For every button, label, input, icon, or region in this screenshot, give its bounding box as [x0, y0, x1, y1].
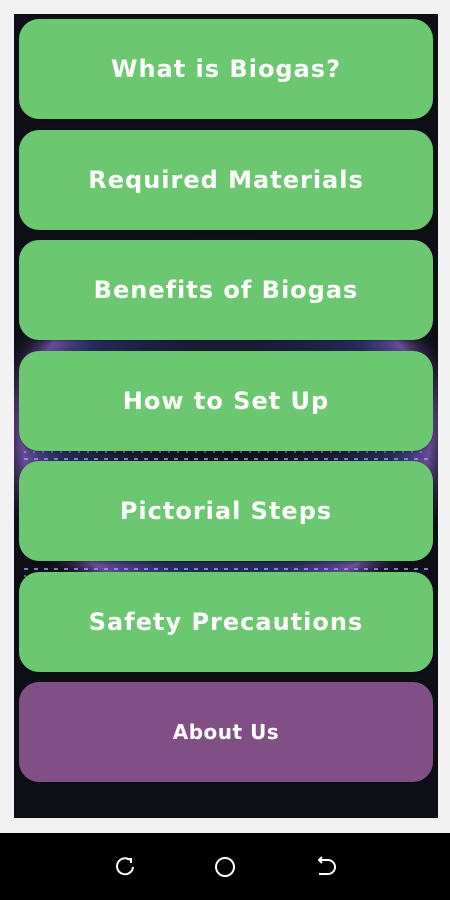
about-us-button[interactable]: About Us [19, 682, 433, 782]
how-to-set-up-button[interactable]: How to Set Up [19, 351, 433, 451]
safety-precautions-button[interactable]: Safety Precautions [19, 572, 433, 672]
what-is-biogas-button[interactable]: What is Biogas? [19, 19, 433, 119]
required-materials-button[interactable]: Required Materials [19, 130, 433, 230]
system-navigation-bar [0, 833, 450, 900]
home-icon[interactable] [205, 847, 245, 887]
benefits-of-biogas-button[interactable]: Benefits of Biogas [19, 240, 433, 340]
back-icon[interactable] [305, 847, 345, 887]
recents-icon[interactable] [105, 847, 145, 887]
pictorial-steps-button[interactable]: Pictorial Steps [19, 461, 433, 561]
app-screen: What is Biogas? Required Materials Benef… [14, 14, 438, 818]
